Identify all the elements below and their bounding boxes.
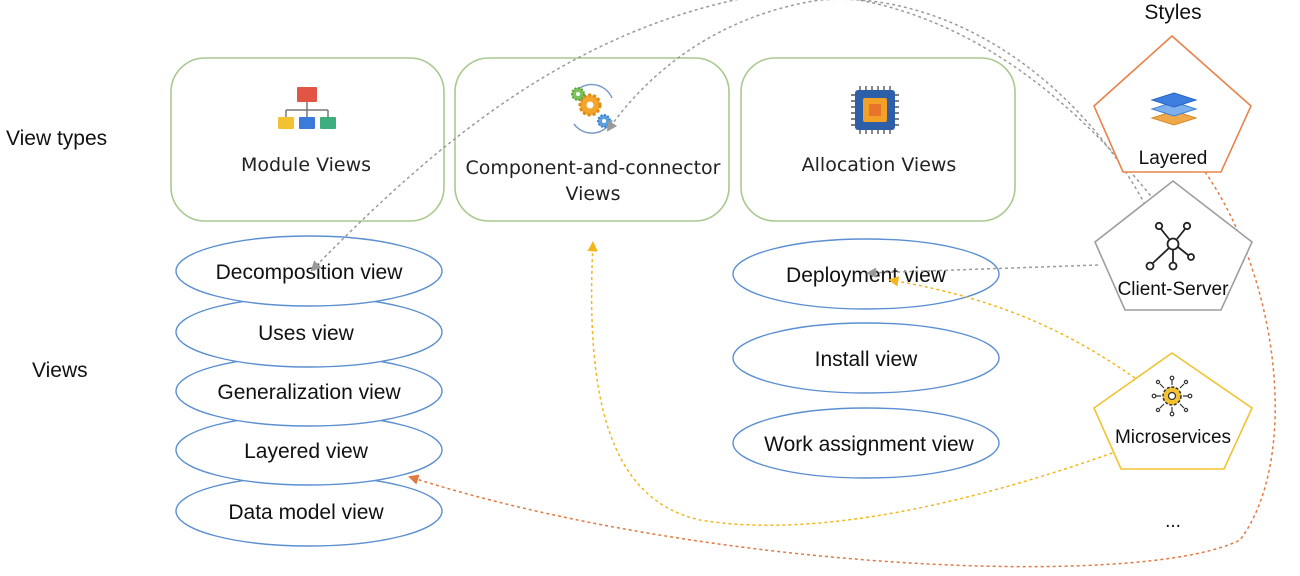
- view-data-model-label: Data model view: [228, 501, 384, 524]
- style-to-view-arrows: [310, 0, 1276, 568]
- more-styles-ellipsis: ...: [1165, 511, 1181, 532]
- view-work-assignment-label: Work assignment view: [764, 433, 975, 456]
- view-decomposition: [175, 235, 443, 307]
- chip-icon: [851, 86, 899, 134]
- view-decomposition-label: Decomposition view: [216, 261, 404, 284]
- view-type-component-connector: Component-and-connector Views: [454, 57, 730, 222]
- style-client-server: Client-Server: [1094, 179, 1253, 311]
- style-client-server-label: Client-Server: [1118, 279, 1230, 300]
- style-microservices: Microservices: [1093, 352, 1254, 470]
- arrow-client-server-to-deployment: [865, 264, 1099, 278]
- view-layered-label: Layered view: [244, 440, 369, 463]
- style-microservices-label: Microservices: [1115, 427, 1231, 448]
- view-type-cc-label-line1: Component-and-connector: [466, 157, 721, 179]
- view-generalization-label: Generalization view: [217, 381, 401, 404]
- layers-icon: [1150, 92, 1198, 126]
- view-install: [732, 322, 1000, 394]
- view-deployment-label: Deployment view: [786, 264, 947, 287]
- view-work-assignment: [732, 407, 1000, 479]
- view-type-module: Module Views: [170, 57, 445, 222]
- arrow-layered-to-layered-view: [408, 171, 1276, 568]
- network-hub-icon: [1145, 221, 1195, 271]
- view-type-module-label: Module Views: [241, 154, 371, 176]
- view-type-allocation: Allocation Views: [740, 57, 1016, 222]
- view-uses-label: Uses view: [258, 322, 355, 345]
- views-row-label: Views: [32, 359, 88, 382]
- arrow-microservices-to-cc: [587, 240, 1119, 527]
- style-layered: Layered: [1093, 34, 1252, 173]
- arrow-microservices-to-deployment: [887, 276, 1136, 379]
- hierarchy-icon: [278, 87, 336, 129]
- view-install-label: Install view: [815, 348, 919, 371]
- allocation-views-list: Deployment view Install view Work assign…: [732, 238, 1000, 479]
- view-types-row-label: View types: [6, 127, 107, 150]
- view-type-allocation-label: Allocation Views: [802, 154, 957, 176]
- view-type-cc-label-line2: Views: [566, 183, 621, 205]
- gear-network-icon: [1151, 375, 1193, 417]
- style-layered-label: Layered: [1139, 148, 1208, 169]
- module-views-list: Data model view Layered view Generalizat…: [175, 235, 443, 547]
- styles-header: Styles: [1144, 1, 1201, 24]
